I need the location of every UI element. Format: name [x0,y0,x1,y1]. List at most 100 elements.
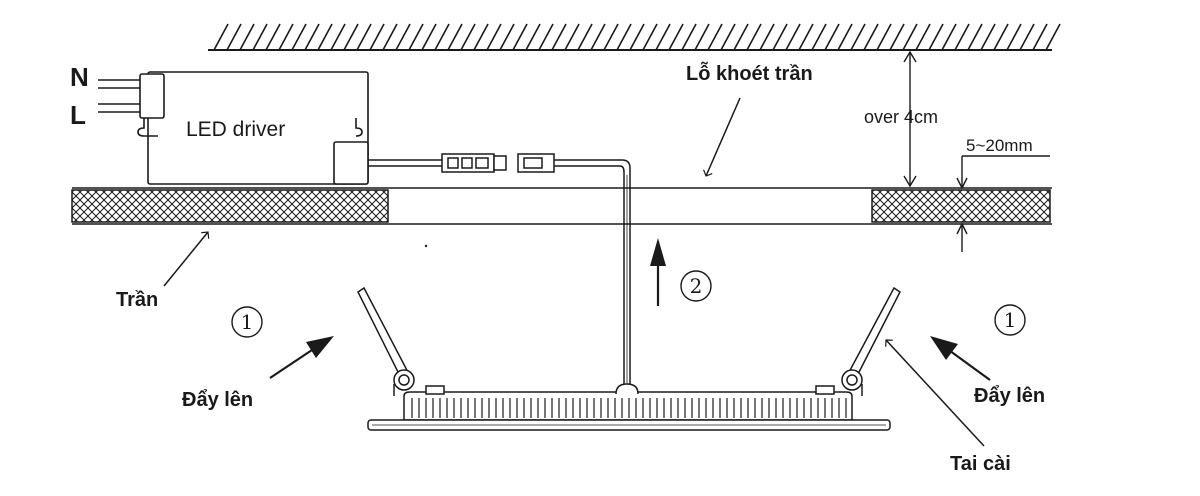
slab-hatch-line [499,23,515,51]
slab-hatch-line [551,23,567,51]
slab-hatch-line [447,23,463,51]
slab-hatch-line [304,23,320,51]
slab-hatch-line [967,23,983,51]
slab-hatch-line [759,23,775,51]
slab-hatch-line [369,23,385,51]
slab-hatch-line [1032,23,1048,51]
ceiling-right-section [871,189,1051,223]
slab-hatch-line [265,23,281,51]
clearance-label: over 4cm [864,107,938,127]
slab-hatch-line [824,23,840,51]
step-one-right-digit: 1 [1004,308,1017,332]
led-panel [367,383,891,431]
slab-hatch-line [837,23,853,51]
slab-hatch-line [408,23,424,51]
slab-hatch-line [356,23,372,51]
spring-clip-right [841,286,901,396]
slab-hatch-line [915,23,931,51]
slab-hatch-line [1019,23,1035,51]
slab-hatch-line [603,23,619,51]
slab-hatch-line [707,23,723,51]
clip-pointer [886,340,985,447]
step-one-right-circle [994,304,1026,336]
push-right-label: Đẩy lên [974,385,1045,407]
slab-hatch-line [395,23,411,51]
step-two-digit: 2 [690,274,703,298]
output-cable [368,153,631,390]
slab-hatch-line [473,23,489,51]
slab-hatch-line [590,23,606,51]
neutral-label: N [70,62,89,92]
step-one-left-circle [231,306,263,338]
slab-hatch-line [460,23,476,51]
slab-hatch-line [382,23,398,51]
slab-hatch-line [772,23,788,51]
clip-label: Tai cài [950,453,1011,475]
slab-hatch-line [733,23,749,51]
slab-hatch-line [291,23,307,51]
thickness-dimension [956,155,1050,252]
step-two-circle [680,270,712,302]
push-arrow-right [930,336,991,381]
slab-hatch-line [941,23,957,51]
slab-hatch-line [746,23,762,51]
slab-hatch-line [213,23,229,51]
slab-hatch-line [239,23,255,51]
slab-hatch-line [850,23,866,51]
ceiling-label: Trần [116,289,158,311]
slab-hatch-line [720,23,736,51]
slab-hatch-line [317,23,333,51]
slab-hatch-line [889,23,905,51]
slab-hatch-line [616,23,632,51]
slab-hatch-line [252,23,268,51]
slab-hatch-line [902,23,918,51]
slab-hatch-line [876,23,892,51]
step-two-arrow [650,238,666,306]
slab-hatch-line [525,23,541,51]
ceiling-left-section [71,189,389,223]
slab-hatch-line [954,23,970,51]
slab-hatch-line [928,23,944,51]
slab-hatch-line [681,23,697,51]
slab-hatch-line [278,23,294,51]
slab-hatch-line [863,23,879,51]
clearance-dimension [903,50,917,188]
thickness-label: 5~20mm [966,136,1033,155]
slab-hatch-line [785,23,801,51]
slab-hatch-line [512,23,528,51]
slab-hatch-line [226,23,242,51]
slab-hatch-line [629,23,645,51]
slab-hatch-line [577,23,593,51]
slab-hatch-line [538,23,554,51]
push-left-label: Đẩy lên [182,389,253,411]
cutout-pointer [706,97,741,176]
led-driver [137,71,369,185]
slab-hatch-line [668,23,684,51]
slab-hatch-line [421,23,437,51]
speck [424,244,428,248]
slab-hatch-line [1006,23,1022,51]
slab-hatch-line [993,23,1009,51]
step-one-left-digit: 1 [241,310,254,334]
slab-hatch-line [980,23,996,51]
slab-hatch-line [564,23,580,51]
slab-hatch-line [486,23,502,51]
live-label: L [70,100,86,130]
slab-hatch-line [1045,23,1061,51]
slab-hatch-line [330,23,346,51]
driver-label: LED driver [186,118,285,141]
slab-hatch-line [642,23,658,51]
spring-clip-left [357,286,415,396]
slab-hatch-line [811,23,827,51]
ceiling-board [71,187,1052,225]
slab-hatch-line [798,23,814,51]
slab-hatch-line [343,23,359,51]
slab-hatch-line [694,23,710,51]
ceiling-pointer [163,232,208,287]
upper-slab [208,23,1061,51]
slab-hatch-line [434,23,450,51]
slab-hatch-line [655,23,671,51]
cutout-label: Lỗ khoét trần [686,61,813,85]
